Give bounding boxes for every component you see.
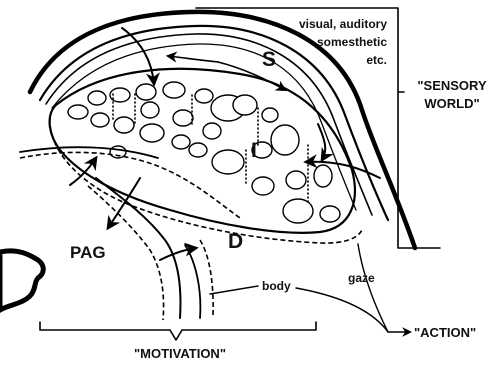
layer-d-label: D (228, 230, 243, 253)
body-label: body (262, 279, 291, 293)
intermediate-layer (50, 69, 362, 243)
layer-s-label: S (262, 48, 276, 71)
modalities-line2: somesthetic (317, 35, 387, 49)
deep-layer (20, 147, 240, 218)
motivation-bracket (40, 322, 316, 340)
modalities-line1: visual, auditory (299, 17, 387, 31)
neuron-clusters (68, 82, 340, 223)
layer-i-label: I (251, 139, 257, 162)
brainstem-fragment (0, 251, 43, 310)
gaze-label: gaze (348, 271, 375, 285)
motivation-label: "MOTIVATION" (134, 346, 226, 361)
sensory-world-line1: "SENSORY (417, 78, 487, 93)
modalities-line3: etc. (366, 53, 387, 67)
sensory-world-line2: WORLD" (424, 96, 479, 111)
action-label: "ACTION" (414, 325, 476, 340)
pag-label: PAG (70, 243, 106, 262)
